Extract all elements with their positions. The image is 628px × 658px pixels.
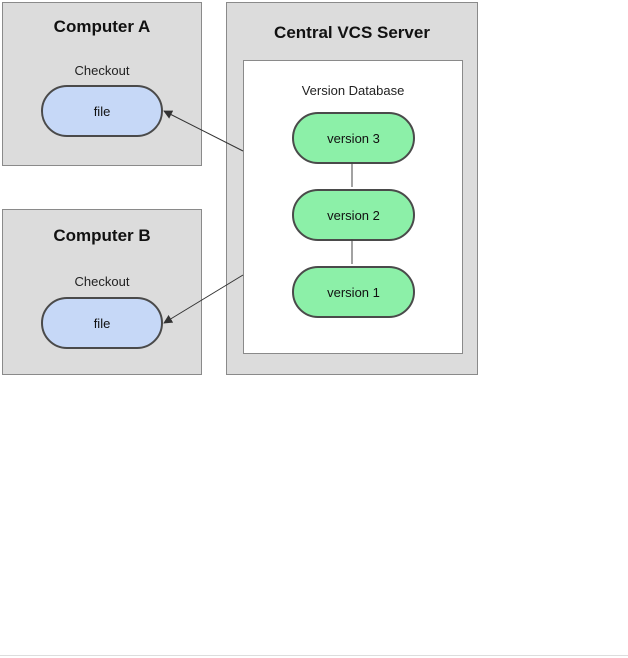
bottom-divider [0, 655, 628, 656]
computer-b-checkout-label: Checkout [74, 274, 130, 289]
version-3-node: version 3 [292, 112, 415, 164]
computer-a-box: Computer A Checkout file [2, 2, 202, 166]
computer-b-box: Computer B Checkout file [2, 209, 202, 375]
version-database-box: Version Database version 3 version 2 ver… [243, 60, 463, 354]
version-database-label: Version Database [301, 83, 405, 98]
computer-a-file: file [41, 85, 163, 137]
computer-b-file: file [41, 297, 163, 349]
central-vcs-server-box: Central VCS Server Version Database vers… [226, 2, 478, 375]
version-1-node: version 1 [292, 266, 415, 318]
version-2-node: version 2 [292, 189, 415, 241]
computer-a-checkout-label: Checkout [74, 63, 130, 78]
central-vcs-server-title: Central VCS Server [274, 23, 430, 42]
computer-a-title: Computer A [53, 17, 151, 36]
computer-b-title: Computer B [53, 226, 151, 245]
